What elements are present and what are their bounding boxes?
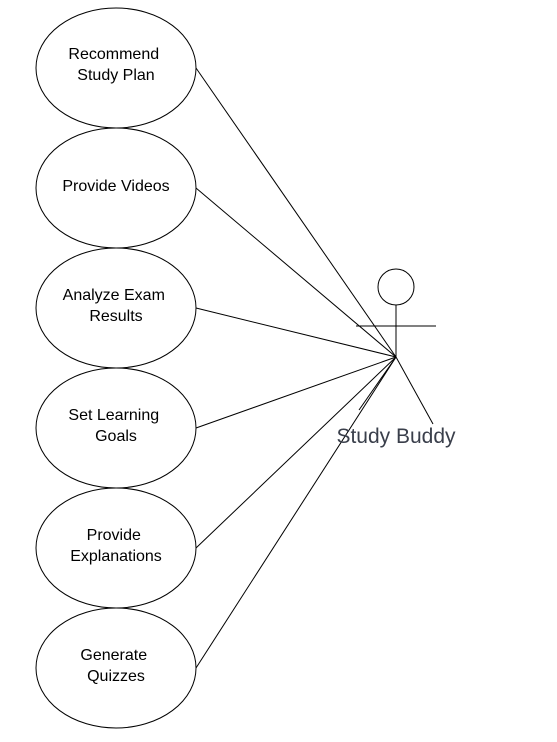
actor-head bbox=[377, 268, 415, 306]
use-case-label: Provide bbox=[87, 527, 141, 544]
association-line-3 bbox=[195, 356, 397, 429]
svg-text:Generate Quizzes: Generate Quizzes bbox=[80, 647, 151, 685]
actor-study-buddy[interactable] bbox=[356, 268, 436, 425]
association-line-4 bbox=[195, 356, 397, 549]
use-case-label: Analyze Exam bbox=[63, 287, 165, 304]
use-case-label: Explanations bbox=[70, 548, 162, 565]
actor-right-leg bbox=[395, 356, 434, 425]
use-case-1[interactable]: Provide Videos bbox=[35, 127, 197, 249]
actor-name: Study Buddy bbox=[336, 425, 456, 448]
association-line-1 bbox=[195, 187, 397, 358]
use-case-0[interactable]: Recommend Study Plan bbox=[35, 7, 197, 129]
use-case-label: Generate bbox=[80, 647, 147, 664]
svg-text:Provide Videos: Provide Videos bbox=[62, 178, 169, 195]
use-case-label: Quizzes bbox=[87, 668, 145, 685]
use-case-label: Set Learning bbox=[68, 407, 159, 424]
svg-text:Set Learning Goals: Set Learning Goals bbox=[68, 407, 163, 445]
association-line-2 bbox=[195, 307, 397, 358]
use-case-label: Study Plan bbox=[77, 67, 154, 84]
svg-text:Provide Explanations: Provide Explanations bbox=[70, 527, 162, 565]
use-case-label: Results bbox=[89, 308, 142, 325]
use-case-label: Recommend bbox=[68, 46, 159, 63]
association-line-0 bbox=[195, 67, 397, 358]
associations bbox=[195, 67, 397, 669]
use-case-label: Provide Videos bbox=[62, 178, 169, 195]
use-case-3[interactable]: Set Learning Goals bbox=[35, 367, 197, 489]
actor-left-leg bbox=[358, 356, 397, 411]
use-case-2[interactable]: Analyze Exam Results bbox=[35, 247, 197, 369]
use-case-4[interactable]: Provide Explanations bbox=[35, 487, 197, 609]
use-case-label: Goals bbox=[95, 428, 137, 445]
use-case-ellipse[interactable] bbox=[35, 607, 197, 729]
association-line-5 bbox=[195, 356, 397, 669]
svg-text:Recommend Study Plan: Recommend Study Plan bbox=[68, 46, 163, 84]
svg-text:Analyze Exam Results: Analyze Exam Results bbox=[63, 287, 170, 325]
use-case-5[interactable]: Generate Quizzes bbox=[35, 607, 197, 729]
